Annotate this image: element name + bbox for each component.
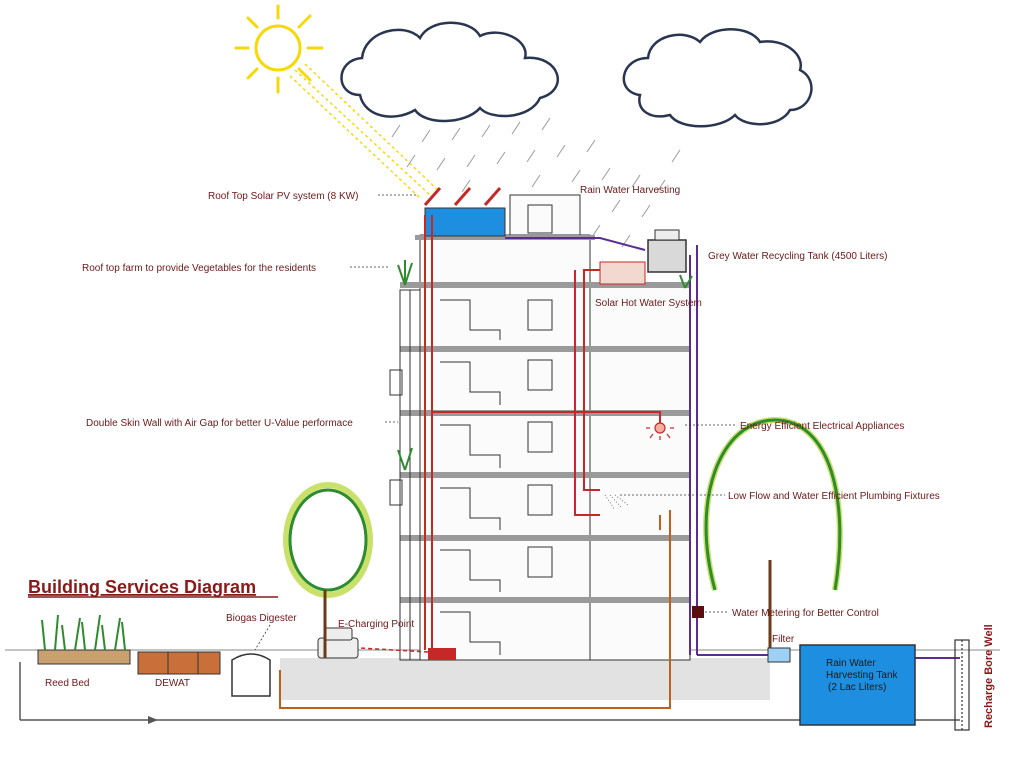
label-metering: Water Metering for Better Control: [732, 608, 879, 619]
label-leaders: [254, 194, 735, 651]
dewat-tanks: [137, 651, 221, 675]
rooftop-plant: [397, 260, 693, 471]
label-reed-bed: Reed Bed: [45, 678, 89, 689]
light-bulb-icon: [646, 422, 674, 440]
label-rain-harvesting: Rain Water Harvesting: [580, 185, 680, 196]
rainwater-tank: [799, 644, 916, 726]
solar-electrical-lines: [424, 215, 661, 650]
tree-right: [703, 416, 843, 655]
reed-plants: [41, 614, 126, 651]
solar-hot-water-unit: [599, 261, 646, 285]
rooftop-water-tank: [424, 207, 506, 237]
filter-unit: [767, 647, 791, 663]
tree-left: [283, 482, 373, 658]
cloud-right: [622, 28, 813, 128]
biogas-digester: [231, 653, 271, 697]
label-filter: Filter: [772, 634, 795, 645]
car-icon: [317, 627, 359, 659]
label-solar-hot-water: Solar Hot Water System: [595, 298, 702, 309]
cloud-left: [340, 21, 559, 123]
label-electrical: Energy Efficient Electrical Appliances: [740, 421, 904, 432]
label-rwh-tank-line1: Rain Water: [826, 658, 876, 669]
label-bore-well: Recharge Bore Well: [983, 624, 995, 728]
solar-panels: [423, 187, 502, 206]
bore-well-pipe: [954, 639, 970, 731]
reed-bed: [37, 649, 131, 665]
label-double-skin: Double Skin Wall with Air Gap for better…: [86, 418, 353, 429]
label-biogas: Biogas Digester: [226, 613, 297, 624]
sun-icon: [234, 4, 324, 94]
label-rwh-tank-line3: (2 Lac Liters): [828, 682, 886, 693]
battery-unit: [428, 648, 456, 660]
label-solar-pv: Roof Top Solar PV system (8 KW): [208, 191, 358, 202]
grey-water-lines: [505, 237, 960, 659]
label-e-charging: E-Charging Point: [338, 619, 414, 630]
shower-icon: [604, 494, 629, 511]
sun-ray-lines: [289, 63, 441, 199]
diagram-title: Building Services Diagram: [28, 577, 256, 597]
label-rwh-tank-line2: Harvesting Tank: [826, 670, 899, 681]
label-roof-farm: Roof top farm to provide Vegetables for …: [82, 263, 316, 274]
label-grey-water-tank: Grey Water Recycling Tank (4500 Liters): [708, 251, 888, 262]
drain-lines: [279, 510, 671, 709]
e-charging-line: [359, 647, 429, 653]
ground-hatched: [280, 658, 770, 700]
water-meter-icon: [692, 606, 704, 618]
grey-water-tank: [647, 229, 687, 273]
label-dewat: DEWAT: [155, 678, 190, 689]
label-plumbing: Low Flow and Water Efficient Plumbing Fi…: [728, 491, 940, 502]
